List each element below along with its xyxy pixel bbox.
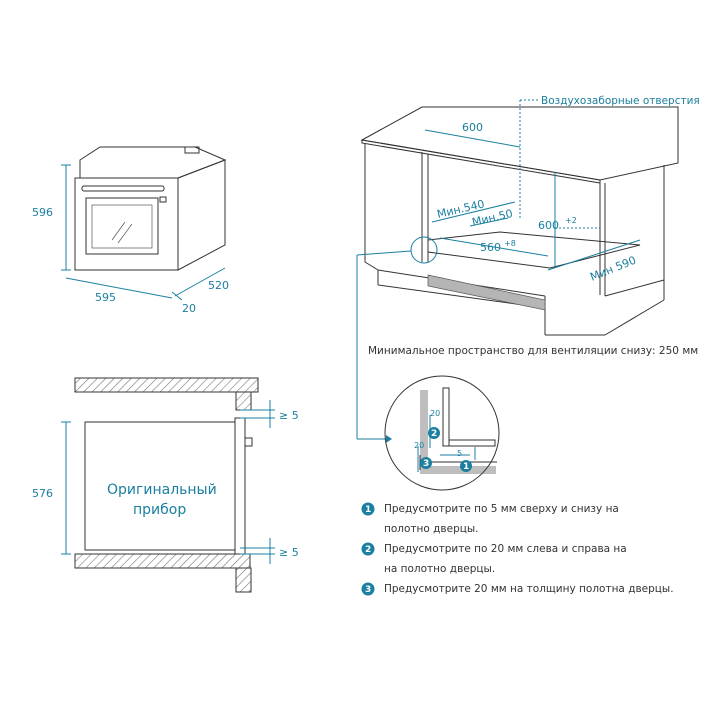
oven-width-label: 595 xyxy=(95,291,116,304)
niche-drawing xyxy=(74,377,259,593)
cabinet-width-tolerance: +8 xyxy=(504,239,516,248)
oven-depth-label: 520 xyxy=(208,279,229,292)
detail-badge-3: 3 xyxy=(420,457,432,469)
ventilation-note: Минимальное пространство для вентиляции … xyxy=(368,345,698,357)
oven-height-label: 596 xyxy=(32,206,53,219)
cabinet-height-600-label: 600 xyxy=(538,219,559,232)
detail-5-label: 5 xyxy=(457,449,462,458)
note-1-line2: полотно дверцы. xyxy=(384,523,479,535)
detail-callout xyxy=(356,236,438,443)
air-intake-label: Воздухозаборные отверстия xyxy=(541,95,700,107)
cabinet-dimensions xyxy=(424,99,641,271)
cabinet-drawing xyxy=(360,106,679,336)
svg-text:3: 3 xyxy=(365,585,371,595)
cabinet-width-560-label: 560 xyxy=(480,241,501,254)
detail-view xyxy=(384,375,500,491)
note-2: 2 Предусмотрите по 20 мм слева и справа … xyxy=(361,542,627,575)
note-3-line1: Предусмотрите 20 мм на толщину полотна д… xyxy=(384,583,674,595)
niche-gap-bottom-label: ≥ 5 xyxy=(279,546,299,559)
note-1: 1 Предусмотрите по 5 мм сверху и снизу н… xyxy=(361,502,619,535)
niche-label-line1: Оригинальный xyxy=(107,482,217,498)
svg-text:1: 1 xyxy=(463,462,469,472)
detail-badge-2: 2 xyxy=(428,427,440,439)
note-2-line2: на полотно дверцы. xyxy=(384,563,495,575)
niche-gap-top-label: ≥ 5 xyxy=(279,409,299,422)
detail-20-left-label: 20 xyxy=(414,441,424,450)
oven-door-label: 20 xyxy=(182,302,196,315)
niche-height-label: 576 xyxy=(32,487,53,500)
svg-text:1: 1 xyxy=(365,505,371,515)
oven-drawing xyxy=(74,146,227,271)
cabinet-height-tolerance: +2 xyxy=(565,216,577,225)
niche-dimensions xyxy=(61,400,275,564)
niche-label-line2: прибор xyxy=(133,502,186,518)
detail-badge-1: 1 xyxy=(460,460,472,472)
detail-20-top-label: 20 xyxy=(430,409,440,418)
oven-dimensions xyxy=(61,164,226,301)
cabinet-width-600-label: 600 xyxy=(462,121,483,134)
note-3: 3 Предусмотрите 20 мм на толщину полотна… xyxy=(361,582,674,596)
svg-text:3: 3 xyxy=(423,459,429,469)
note-1-line1: Предусмотрите по 5 мм сверху и снизу на xyxy=(384,503,619,515)
svg-text:2: 2 xyxy=(365,545,371,555)
note-2-line1: Предусмотрите по 20 мм слева и справа на xyxy=(384,543,627,555)
cabinet-min590-label: Мин 590 xyxy=(588,254,638,284)
svg-text:2: 2 xyxy=(431,429,437,439)
